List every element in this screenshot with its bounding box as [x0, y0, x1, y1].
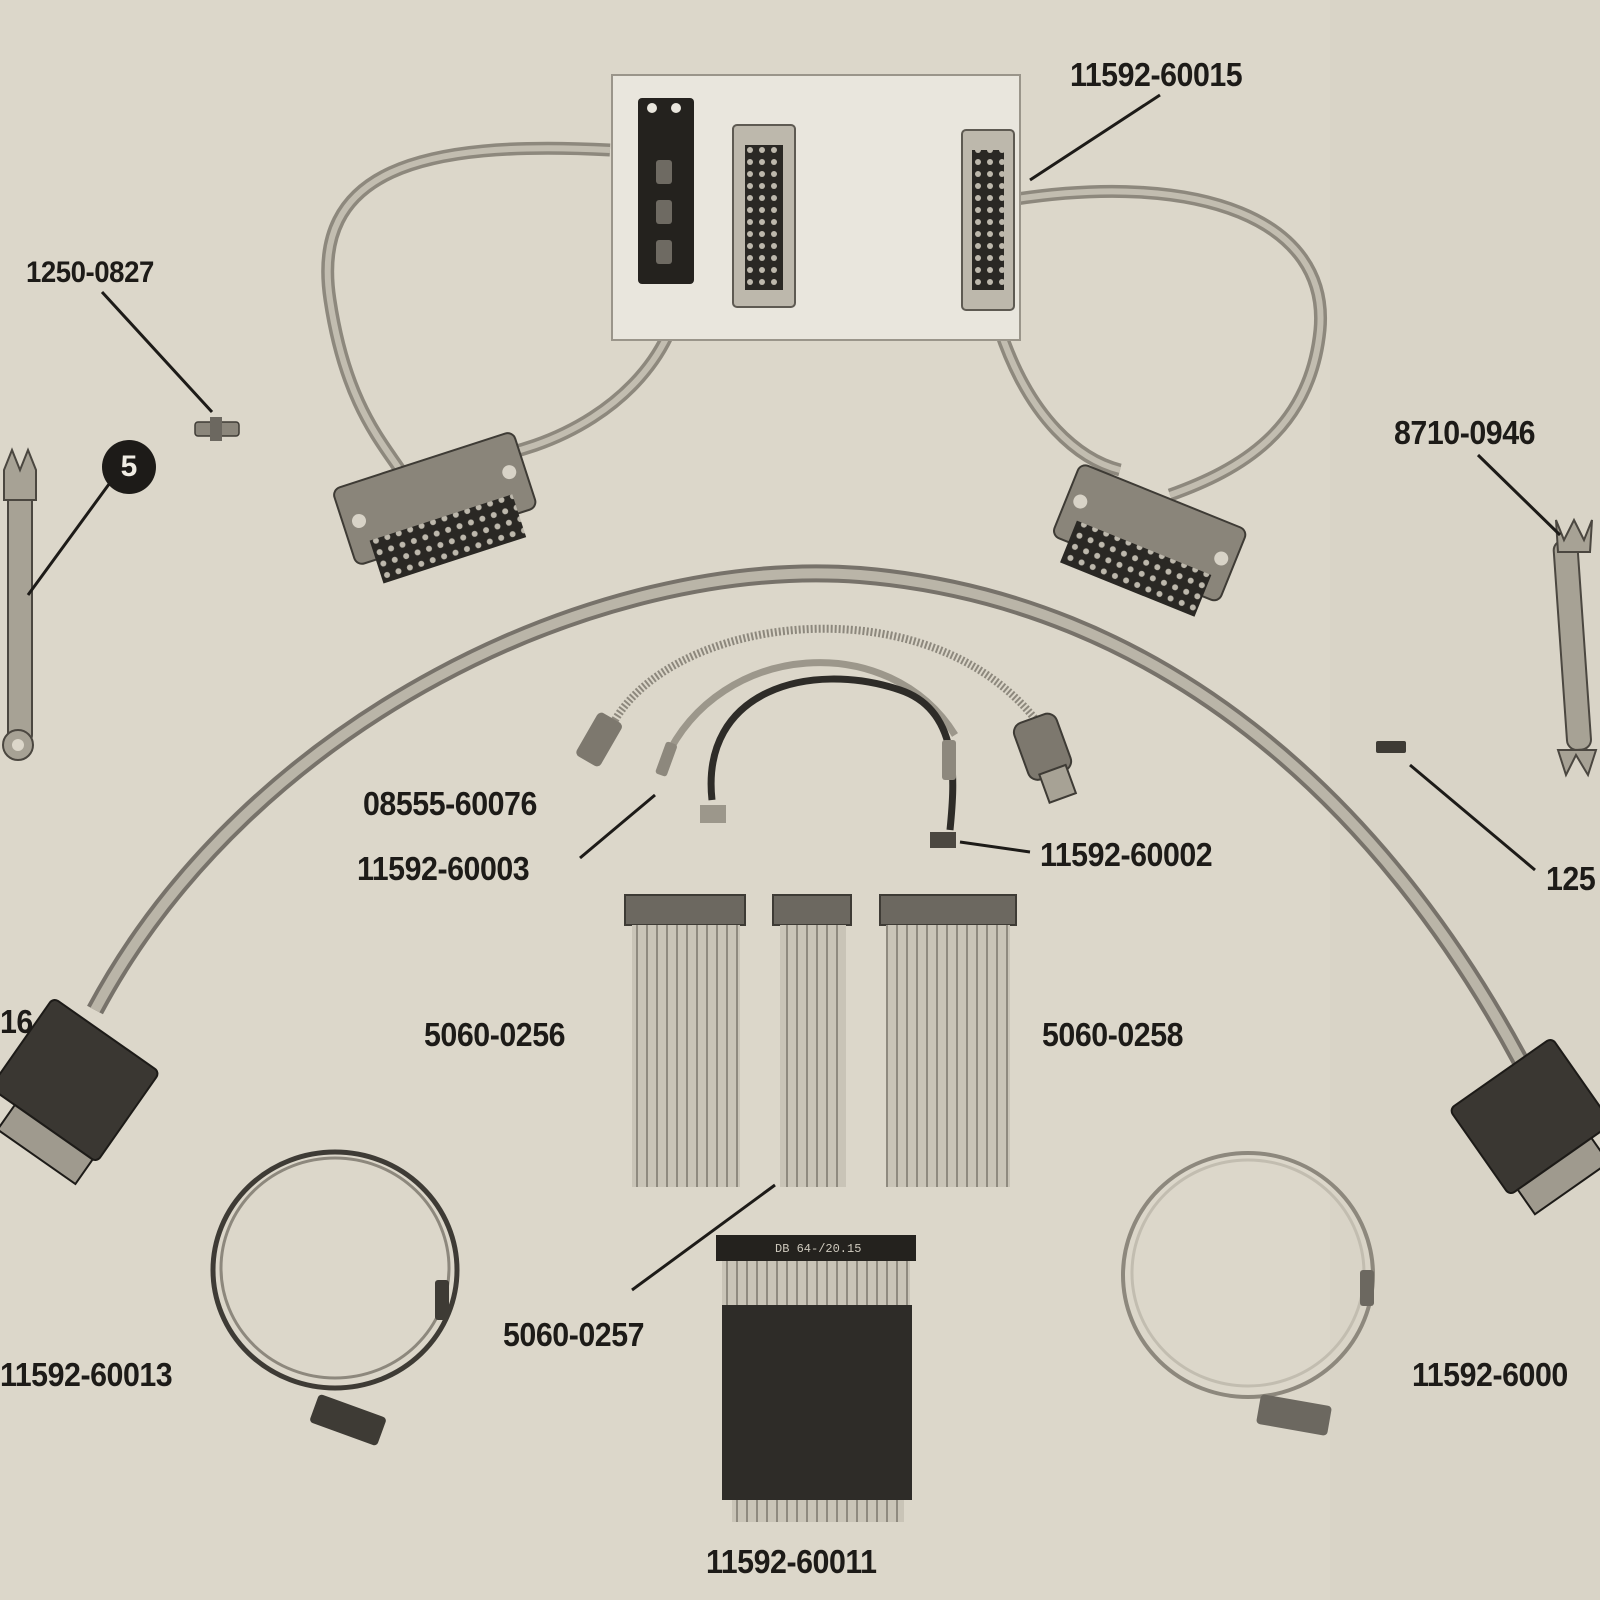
- switch-panel-assembly: [321, 74, 1327, 617]
- coiled-cable-left: [210, 1149, 460, 1446]
- label-11592-60013: 11592-60013: [0, 1356, 173, 1393]
- wrench-left: [2, 447, 37, 761]
- label-11592-60015: 11592-60015: [1070, 56, 1243, 93]
- label-1250-0827: 1250-0827: [26, 256, 154, 289]
- label-8710-0946: 8710-0946: [1394, 414, 1536, 451]
- wrench-right: [1552, 517, 1598, 778]
- leader-lines: [26, 93, 1562, 1292]
- label-11592-60003: 11592-60003: [357, 850, 530, 887]
- label-16-partial: 16: [0, 1003, 33, 1040]
- callout-number-badge: 5: [102, 440, 156, 494]
- extender-board: [716, 1235, 916, 1522]
- label-5060-0258: 5060-0258: [1042, 1016, 1184, 1053]
- adapter-1250-0827: [194, 417, 240, 441]
- ribbon-extenders: [624, 894, 1017, 1187]
- long-interface-cable: [0, 564, 1600, 1216]
- adapter-right: [1376, 741, 1406, 753]
- label-5060-0256: 5060-0256: [424, 1016, 566, 1053]
- coax-cables: [576, 624, 1078, 848]
- label-11592-6000-partial: 11592-6000: [1412, 1356, 1568, 1393]
- label-125-partial: 125: [1546, 860, 1596, 897]
- coiled-cable-right: [1121, 1151, 1375, 1436]
- label-08555-60076: 08555-60076: [363, 785, 537, 822]
- label-11592-60011: 11592-60011: [706, 1543, 877, 1580]
- extender-board-part-text: DB 64-/20.15: [775, 1242, 862, 1256]
- label-5060-0257: 5060-0257: [503, 1316, 645, 1353]
- label-11592-60002: 11592-60002: [1040, 836, 1213, 873]
